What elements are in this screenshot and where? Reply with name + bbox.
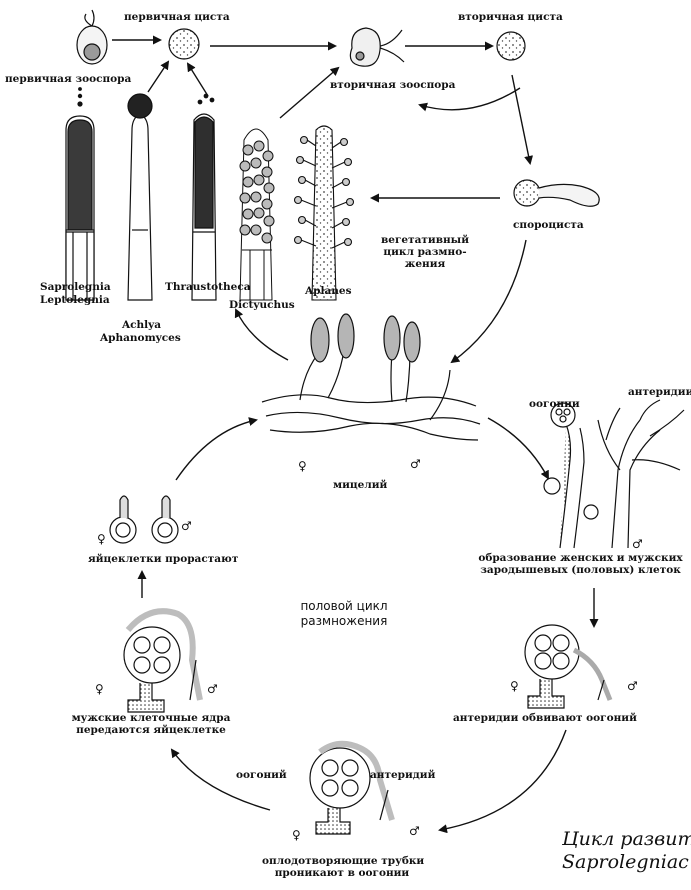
arrow-sporangia-to-secondary-zoospore xyxy=(280,68,338,118)
arrow-wrap-to-fertilization xyxy=(440,730,566,830)
genus-achlya-label: Achlya xyxy=(122,319,161,331)
male-symbol-wrap: ♂ xyxy=(627,680,638,692)
gamete-branches-drawing xyxy=(544,400,684,548)
female-symbol-mycelium: ♀ xyxy=(298,460,307,472)
oogonium-label: оогоний xyxy=(236,769,287,781)
sporangium-thraustotheca xyxy=(192,94,216,300)
gamete-formation-line-2: зародышевых (половых) клеток xyxy=(470,564,691,576)
sporangium-saprolegnia xyxy=(66,88,94,300)
vegetative-cycle-line-1: вегетативный xyxy=(378,234,472,246)
arrow-secondary-cyst-to-sporocyst xyxy=(512,75,530,163)
sporangium-achlya xyxy=(128,94,152,300)
secondary-cyst-label: вторичная циста xyxy=(458,11,563,23)
primary-cyst-label: первичная циста xyxy=(124,11,230,23)
caption-line-1: Цикл развит xyxy=(562,828,691,851)
genus-saprolegnia-label: Saprolegnia xyxy=(40,281,111,293)
antheridia-label: антеридии xyxy=(628,386,691,398)
male-symbol-eggs: ♂ xyxy=(181,520,192,532)
female-symbol-wrap: ♀ xyxy=(510,680,519,692)
arrow-sporangium2-to-primary-cyst xyxy=(188,64,208,96)
genus-dictyuchus-label: Dictyuchus xyxy=(229,299,295,311)
secondary-zoospore-cell xyxy=(350,28,404,66)
oogonium-right-drawing xyxy=(525,625,610,708)
fertilization-drawing xyxy=(310,744,392,834)
primary-zoospore-label: первичная зооспора xyxy=(5,73,131,85)
sporocyst-cell xyxy=(514,180,599,206)
male-symbol-mycelium: ♂ xyxy=(410,458,421,470)
germinating-eggs-drawing xyxy=(110,496,178,543)
arrow-mycelium-to-gametes xyxy=(488,418,548,478)
antheridium-label: антеридий xyxy=(370,769,435,781)
arrow-sporangium-to-primary-cyst xyxy=(148,62,168,92)
arrow-germinate-to-mycelium xyxy=(176,420,256,480)
vegetative-cycle-line-2: цикл размно- xyxy=(378,246,472,258)
sporangium-aplanes xyxy=(295,126,354,300)
secondary-cyst-cell xyxy=(497,32,525,60)
male-symbol-nuclei: ♂ xyxy=(207,683,218,695)
male-nuclei-label: мужские клеточные ядра передаются яйцекл… xyxy=(66,712,236,736)
male-symbol-branches: ♂ xyxy=(632,538,643,550)
primary-zoospore-cell xyxy=(77,10,107,64)
gamete-formation-label: образование женских и мужских зародышевы… xyxy=(470,552,691,576)
genus-aphanomyces-label: Aphanomyces xyxy=(100,332,181,344)
fertilization-tubes-line-1: оплодотворяющие трубки xyxy=(262,855,422,867)
fertilization-tubes-line-2: проникают в оогонии xyxy=(262,867,422,879)
genus-leptolegnia-label: Leptolegnia xyxy=(40,294,110,306)
sporangium-dictyuchus xyxy=(240,129,274,300)
sexual-cycle-line-1: половой цикл xyxy=(286,599,402,614)
sporocyst-label: спороциста xyxy=(513,219,584,231)
female-symbol-nuclei: ♀ xyxy=(95,683,104,695)
mycelium-label: мицелий xyxy=(333,479,387,491)
genus-aplanes-label: Aplanes xyxy=(305,285,352,297)
arrow-sporocyst-back-to-secondary-zoospore xyxy=(420,88,520,110)
female-symbol-eggs: ♀ xyxy=(97,533,106,545)
secondary-zoospore-label: вторичная зооспора xyxy=(330,79,455,91)
arrow-mycelium-to-sporangia xyxy=(236,310,288,360)
sexual-cycle-label: половой цикл размножения xyxy=(286,599,402,629)
antheridia-wrap-label: антеридии обвивают оогоний xyxy=(453,712,637,724)
female-symbol-fertilization: ♀ xyxy=(292,829,301,841)
fertilization-tubes-label: оплодотворяющие трубки проникают в оогон… xyxy=(262,855,422,879)
sexual-cycle-line-2: размножения xyxy=(286,614,402,629)
gamete-formation-line-1: образование женских и мужских xyxy=(470,552,691,564)
oogonium-left-drawing xyxy=(124,611,200,712)
male-symbol-fertilization: ♂ xyxy=(409,825,420,837)
male-nuclei-line-1: мужские клеточные ядра xyxy=(66,712,236,724)
vegetative-cycle-line-3: жения xyxy=(378,258,472,270)
primary-cyst-cell xyxy=(169,29,199,59)
figure-caption: Цикл развит Saprolegniac xyxy=(562,828,691,874)
eggs-germinate-label: яйцеклетки прорастают xyxy=(88,553,238,565)
caption-line-2: Saprolegniac xyxy=(562,851,691,874)
vegetative-cycle-label: вегетативный цикл размно- жения xyxy=(378,234,472,270)
genus-thraustotheca-label: Thraustotheca xyxy=(165,281,251,293)
mycelium-drawing xyxy=(262,314,480,440)
male-nuclei-line-2: передаются яйцеклетке xyxy=(66,724,236,736)
oogonia-label: оогонии xyxy=(529,398,580,410)
